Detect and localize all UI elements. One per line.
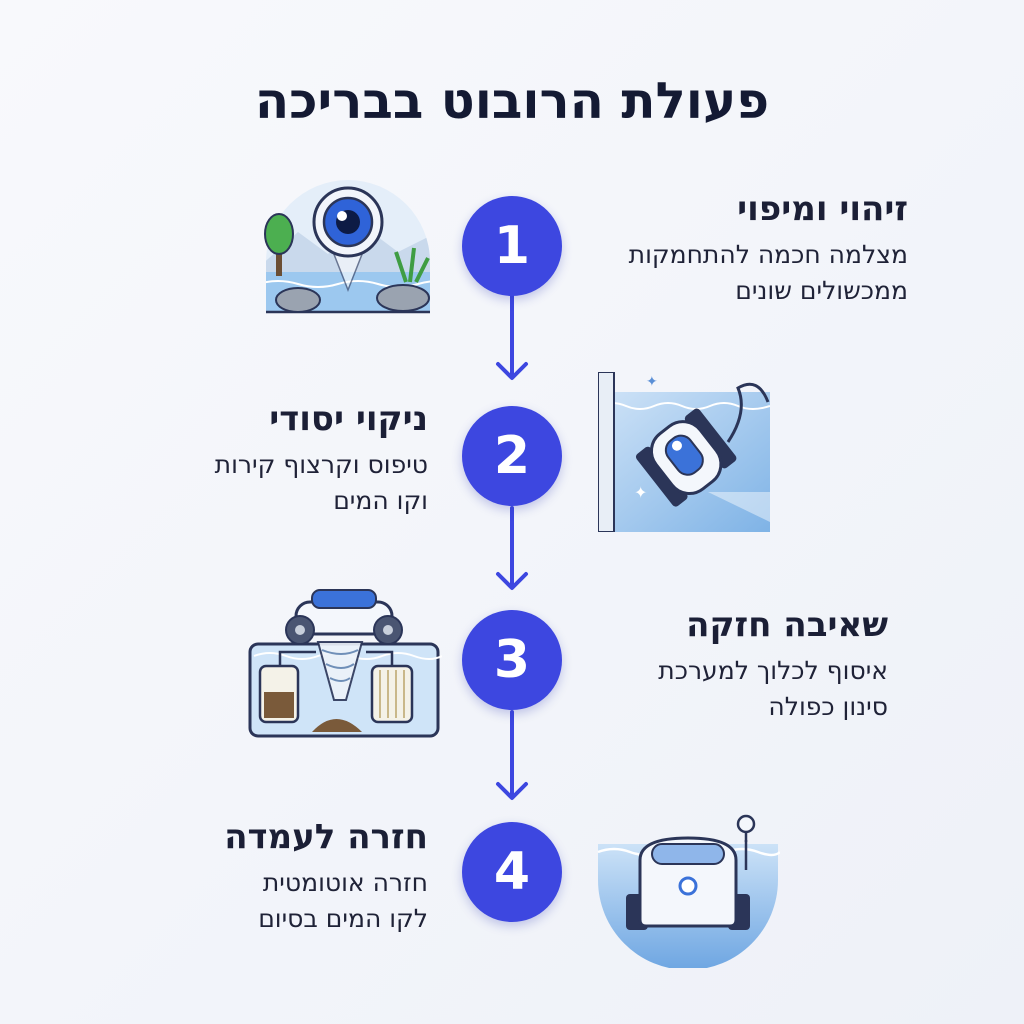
step-3-number-badge: 3	[462, 610, 562, 710]
wall-climbing-robot-icon: ✦ ✦	[598, 372, 770, 532]
step-2-number-badge: 2	[462, 406, 562, 506]
arrow-head-2	[496, 572, 528, 590]
arrow-head-3	[496, 782, 528, 800]
step-1-desc-line2: ממכשולים שונים	[735, 276, 908, 306]
step-4-title: חזרה לעמדה	[224, 817, 428, 857]
step-3-text: שאיבה חזקה איסוף לכלוך למערכת סינון כפול…	[528, 605, 888, 726]
step-2-desc-line1: טיפוס וקרצוף קירות	[214, 450, 428, 480]
arrow-head-1	[496, 362, 528, 380]
camera-eye-icon	[264, 180, 430, 314]
step-1-number-badge: 1	[462, 196, 562, 296]
step-2-desc-line2: וקו המים	[333, 486, 428, 516]
step-1-text: זיהוי ומיפוי מצלמה חכמה להתחמקות ממכשולי…	[548, 189, 908, 310]
step-4-desc-line1: חזרה אוטומטית	[262, 868, 428, 898]
svg-text:✦: ✦	[646, 374, 658, 390]
page-title: פעולת הרובוט בבריכה	[254, 72, 770, 130]
suction-filter-icon	[248, 589, 442, 738]
robot-return-icon	[597, 814, 780, 968]
step-3-desc-line1: איסוף לכלוך למערכת	[658, 656, 888, 686]
step-1-title: זיהוי ומיפוי	[737, 189, 908, 229]
step-1-desc-line1: מצלמה חכמה להתחמקות	[628, 240, 908, 270]
step-3-desc-line2: סינון כפולה	[768, 692, 888, 722]
step-2-text: ניקוי יסודי טיפוס וקרצוף קירות וקו המים	[98, 399, 428, 520]
step-4-desc-line2: לקו המים בסיום	[258, 904, 428, 934]
step-3-title: שאיבה חזקה	[686, 605, 888, 645]
step-2-title: ניקוי יסודי	[269, 399, 428, 439]
svg-text:✦: ✦	[634, 483, 647, 502]
step-4-text: חזרה לעמדה חזרה אוטומטית לקו המים בסיום	[98, 817, 428, 938]
step-4-number-badge: 4	[462, 822, 562, 922]
